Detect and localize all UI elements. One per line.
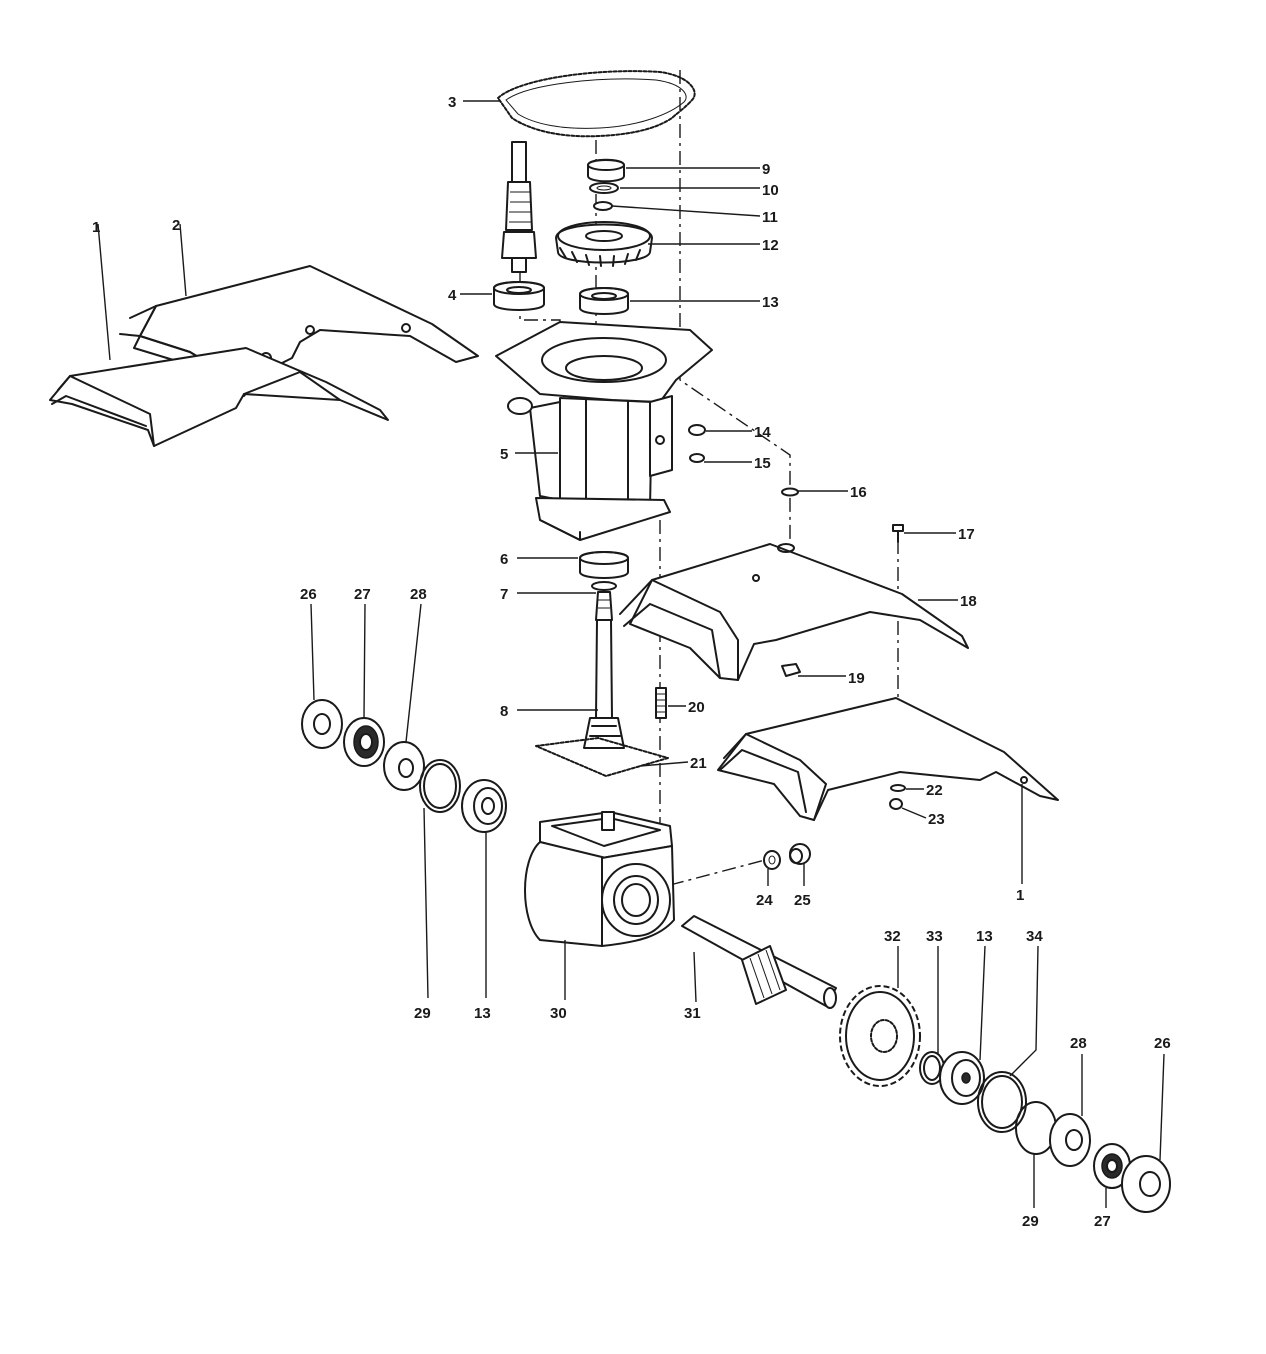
label-10: 10 [762, 182, 779, 199]
label-30: 30 [550, 1005, 567, 1022]
bearing-13-top [579, 287, 629, 315]
bolt-14 [688, 424, 706, 436]
nut-23 [889, 798, 903, 810]
label-27-left: 27 [354, 586, 371, 603]
label-6: 6 [500, 551, 508, 568]
cover-18-right [619, 543, 969, 681]
gasket-21 [535, 737, 669, 777]
cover-1-right [717, 697, 1059, 821]
label-24: 24 [756, 892, 773, 909]
seal-28-right [1049, 1113, 1091, 1167]
label-32: 32 [884, 928, 901, 945]
label-28-right: 28 [1070, 1035, 1087, 1052]
label-16: 16 [850, 484, 867, 501]
label-11: 11 [762, 209, 778, 226]
spacer-10 [589, 182, 619, 194]
label-20: 20 [688, 699, 705, 716]
label-8: 8 [500, 703, 508, 720]
label-2: 2 [172, 217, 180, 234]
cap-26-left [301, 699, 343, 749]
washer-16 [781, 487, 799, 497]
label-31: 31 [684, 1005, 701, 1022]
label-15: 15 [754, 455, 771, 472]
label-9: 9 [762, 161, 770, 178]
gasket-top [497, 70, 696, 138]
washer-15 [689, 453, 705, 463]
label-34: 34 [1026, 928, 1043, 945]
pinion-shaft-8 [583, 591, 625, 749]
label-13-right: 13 [976, 928, 993, 945]
label-5: 5 [500, 446, 508, 463]
seal-28-left [383, 741, 425, 791]
stud-20 [655, 687, 667, 719]
label-12: 12 [762, 237, 779, 254]
input-shaft [501, 141, 537, 273]
label-26-right: 26 [1154, 1035, 1171, 1052]
bearing-27-right [1093, 1143, 1131, 1189]
label-33: 33 [926, 928, 943, 945]
leader-lines [97, 100, 1165, 1208]
bearing-27-left [343, 717, 385, 767]
label-25: 25 [794, 892, 811, 909]
label-13-left: 13 [474, 1005, 491, 1022]
output-shaft-31 [681, 915, 837, 1009]
label-29-right: 29 [1022, 1213, 1039, 1230]
cover-1-lower-left [49, 347, 389, 447]
clip-19 [781, 663, 801, 677]
label-18: 18 [960, 593, 977, 610]
label-13-top: 13 [762, 294, 779, 311]
label-1-right: 1 [1016, 887, 1024, 904]
ring-7 [591, 581, 617, 591]
screw-17 [892, 524, 904, 543]
bearing-13-right [939, 1051, 985, 1105]
bearing-6 [579, 551, 629, 579]
label-1-left: 1 [92, 219, 100, 236]
bearing-13-left [461, 779, 507, 833]
label-28-left: 28 [410, 586, 427, 603]
washer-22 [890, 784, 906, 792]
label-22: 22 [926, 782, 943, 799]
label-7: 7 [500, 586, 508, 603]
bevel-gear-12 [555, 221, 653, 267]
part-labels: 1 2 3 4 5 6 7 8 9 10 11 12 13 14 15 16 1… [92, 94, 1171, 1230]
label-14: 14 [754, 424, 771, 441]
upper-housing-5 [495, 321, 713, 541]
ring-33 [919, 1051, 945, 1085]
key-11 [593, 201, 613, 211]
washer-24 [763, 850, 781, 870]
bearing-9 [587, 158, 625, 183]
bearing-4 [493, 281, 545, 311]
sprocket-32 [839, 985, 921, 1087]
label-27-right: 27 [1094, 1213, 1111, 1230]
label-3: 3 [448, 94, 456, 111]
label-29-left: 29 [414, 1005, 431, 1022]
label-23: 23 [928, 811, 945, 828]
label-17: 17 [958, 526, 975, 543]
label-19: 19 [848, 670, 865, 687]
ring-34 [977, 1071, 1027, 1133]
label-26-left: 26 [300, 586, 317, 603]
plug-25 [789, 843, 811, 865]
gear-case-30 [524, 811, 675, 947]
cap-26-right [1121, 1155, 1171, 1213]
circlip-29-left [419, 759, 461, 813]
label-21: 21 [690, 755, 707, 772]
label-4: 4 [448, 287, 457, 304]
